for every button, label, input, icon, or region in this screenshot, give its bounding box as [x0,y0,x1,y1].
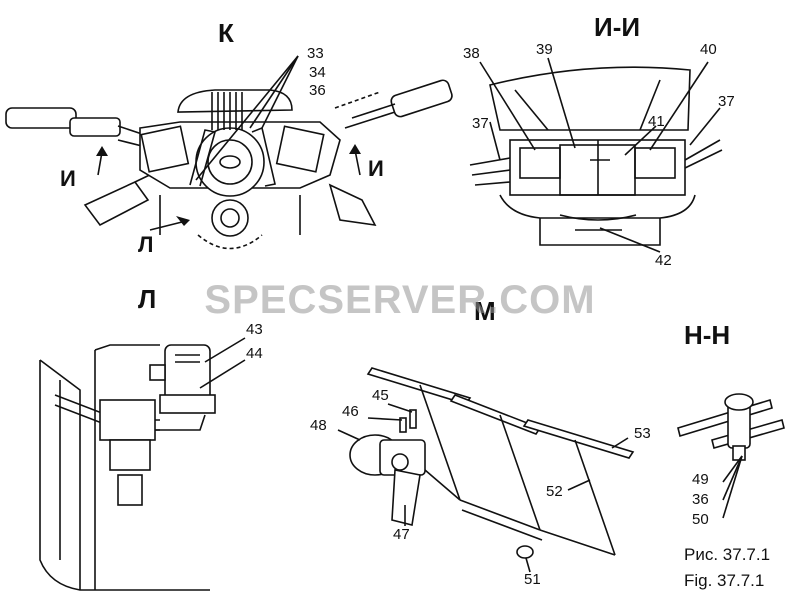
callout-52: 52 [546,483,563,500]
view-title-n-n: Н-Н [684,320,731,350]
callout-37-left: 37 [472,115,489,132]
callout-36-bottom: 36 [692,491,709,508]
callout-37-right: 37 [718,93,735,110]
view-title-m: М [474,296,496,326]
callout-53: 53 [634,425,651,442]
direction-label-i-right: И [368,156,384,181]
callout-48: 48 [310,417,327,434]
view-title-i-i: И-И [594,12,641,42]
callout-49: 49 [692,471,709,488]
view-i-i-section [469,57,723,253]
view-m-wiper-linkage [337,367,635,573]
callout-45: 45 [372,387,389,404]
direction-label-l: Л [138,232,154,257]
figure-caption-en: Fig. 37.7.1 [684,571,765,590]
callout-42: 42 [655,252,672,269]
view-k-switch-assembly [5,55,453,250]
callout-46: 46 [342,403,359,420]
callout-44: 44 [246,345,263,362]
callout-36-top: 36 [309,82,326,99]
watermark-text: SPECSERVER.COM [204,278,596,322]
figure-caption-ru: Рис. 37.7.1 [684,545,771,564]
callout-51: 51 [524,571,541,588]
callout-41: 41 [648,113,665,130]
direction-label-i-left: И [60,166,76,191]
callout-47: 47 [393,526,410,543]
view-l-motor-mount [39,337,246,591]
callout-38: 38 [463,45,480,62]
callout-33: 33 [307,45,324,62]
view-n-n-fastener [677,393,785,519]
callout-50: 50 [692,511,709,528]
view-title-l: Л [138,284,157,314]
callout-39: 39 [536,41,553,58]
callout-43: 43 [246,321,263,338]
callout-34: 34 [309,64,326,81]
view-title-k: К [218,18,234,48]
callout-40: 40 [700,41,717,58]
